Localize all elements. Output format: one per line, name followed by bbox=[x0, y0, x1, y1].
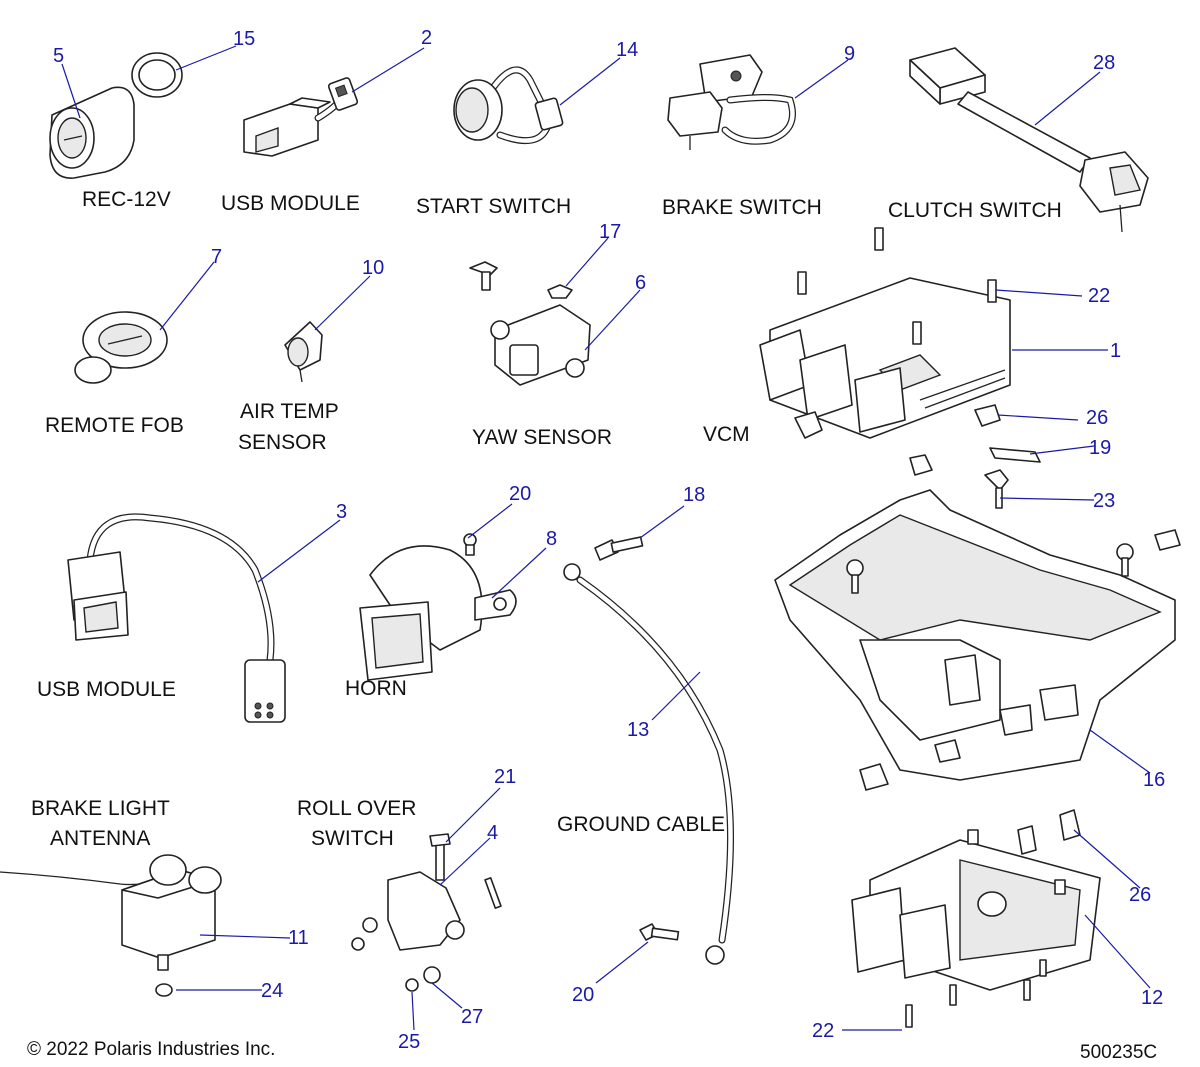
callout-19: 19 bbox=[1089, 437, 1112, 459]
callout-18: 18 bbox=[683, 484, 706, 506]
callout-20-ground: 20 bbox=[572, 984, 595, 1006]
label-air-temp-sensor-1: AIR TEMP bbox=[240, 400, 339, 423]
callout-2: 2 bbox=[421, 27, 433, 49]
ground-cable-part bbox=[563, 536, 734, 965]
label-clutch-switch: CLUTCH SWITCH bbox=[888, 199, 1062, 222]
callout-25: 25 bbox=[398, 1031, 421, 1053]
label-start-switch: START SWITCH bbox=[416, 195, 572, 218]
callout-22-bottom: 22 bbox=[812, 1020, 835, 1042]
label-roll-over-switch-1: ROLL OVER bbox=[297, 797, 417, 820]
callout-26-bottom: 26 bbox=[1129, 884, 1152, 906]
callout-4: 4 bbox=[487, 822, 499, 844]
callout-1: 1 bbox=[1110, 340, 1122, 362]
callout-24: 24 bbox=[261, 980, 284, 1002]
remote-fob-part bbox=[74, 311, 168, 384]
callout-12: 12 bbox=[1141, 987, 1164, 1009]
callout-23: 23 bbox=[1093, 490, 1116, 512]
start-switch-part bbox=[453, 66, 564, 145]
yaw-sensor-part bbox=[469, 261, 591, 386]
usb-module-top-part bbox=[243, 77, 359, 157]
label-vcm: VCM bbox=[703, 423, 750, 446]
label-remote-fob: REMOTE FOB bbox=[45, 414, 184, 437]
label-ground-cable: GROUND CABLE bbox=[557, 813, 726, 836]
callout-27: 27 bbox=[461, 1006, 484, 1028]
brake-switch-part bbox=[667, 54, 796, 150]
usb-module-bottom-part bbox=[67, 513, 286, 723]
callout-9: 9 bbox=[844, 43, 856, 65]
ecu-part bbox=[851, 809, 1101, 1028]
horn-part bbox=[359, 533, 517, 681]
callout-21: 21 bbox=[494, 766, 517, 788]
callout-7: 7 bbox=[211, 246, 223, 268]
label-horn: HORN bbox=[345, 677, 407, 700]
label-brake-light-antenna-1: BRAKE LIGHT bbox=[31, 797, 170, 820]
callout-14: 14 bbox=[616, 39, 639, 61]
label-usb-module-top: USB MODULE bbox=[221, 192, 360, 215]
label-yaw-sensor: YAW SENSOR bbox=[472, 426, 613, 449]
callout-6: 6 bbox=[635, 272, 647, 294]
callout-20-horn: 20 bbox=[509, 483, 532, 505]
label-brake-switch: BRAKE SWITCH bbox=[662, 196, 822, 219]
callout-13: 13 bbox=[627, 719, 650, 741]
label-usb-module-bottom: USB MODULE bbox=[37, 678, 176, 701]
label-air-temp-sensor-2: SENSOR bbox=[238, 431, 327, 454]
callout-8: 8 bbox=[546, 528, 558, 550]
callout-15: 15 bbox=[233, 28, 256, 50]
roll-over-switch-part bbox=[351, 833, 502, 992]
callout-17: 17 bbox=[599, 221, 622, 243]
copyright-text: © 2022 Polaris Industries Inc. bbox=[27, 1039, 276, 1060]
brake-light-antenna-part bbox=[0, 854, 222, 997]
callout-16: 16 bbox=[1143, 769, 1166, 791]
label-brake-light-antenna-2: ANTENNA bbox=[50, 827, 151, 850]
callout-22-top: 22 bbox=[1088, 285, 1111, 307]
clutch-switch-part bbox=[909, 47, 1149, 233]
callout-3: 3 bbox=[336, 501, 348, 523]
callout-10: 10 bbox=[362, 257, 385, 279]
label-roll-over-switch-2: SWITCH bbox=[311, 827, 394, 850]
air-temp-sensor-part bbox=[284, 321, 323, 383]
mounting-bracket-part bbox=[774, 447, 1181, 791]
vcm-part bbox=[759, 227, 1011, 439]
rec-12v-part bbox=[49, 52, 183, 179]
callout-5: 5 bbox=[53, 45, 65, 67]
leader-lines bbox=[61, 45, 237, 119]
drawing-number: 500235C bbox=[1080, 1042, 1158, 1063]
callout-11: 11 bbox=[288, 927, 309, 949]
label-rec-12v: REC-12V bbox=[82, 188, 171, 211]
callout-26-top: 26 bbox=[1086, 407, 1109, 429]
callout-28: 28 bbox=[1093, 52, 1116, 74]
